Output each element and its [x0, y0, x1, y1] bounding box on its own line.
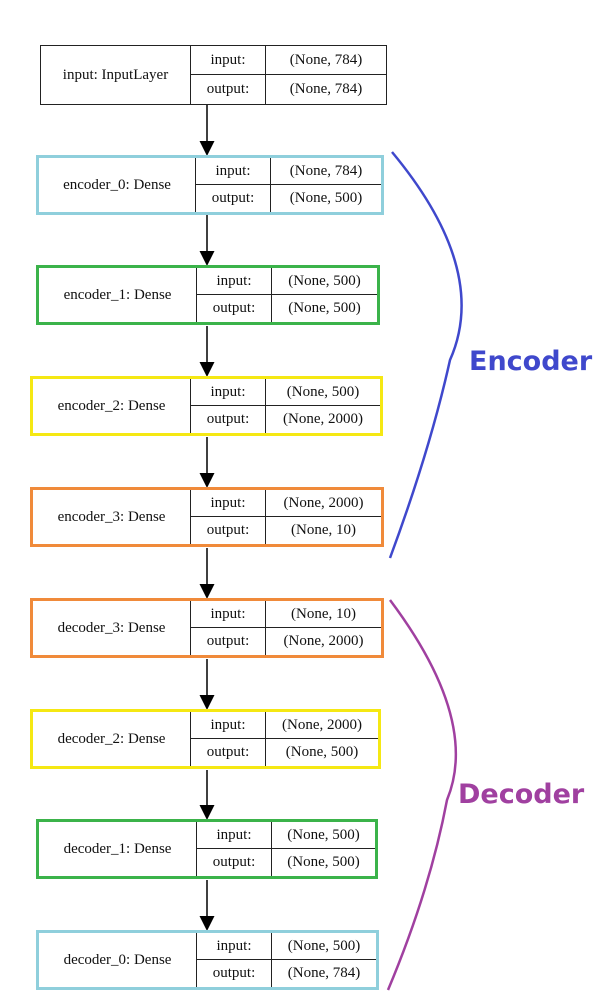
input-row: input: (None, 2000) — [191, 712, 378, 739]
output-shape: (None, 10) — [291, 522, 356, 538]
output-label: output: — [191, 628, 266, 655]
input-shape: (None, 784) — [289, 51, 363, 68]
input-shape: (None, 500) — [286, 383, 360, 400]
output-label: output: — [196, 185, 271, 212]
output-shape: (None, 2000) — [283, 411, 363, 427]
input-label: input: — [196, 158, 271, 184]
output-label: output: — [191, 517, 266, 544]
output-row: output: (None, 2000) — [191, 406, 380, 433]
input-row: input: (None, 2000) — [191, 490, 381, 517]
input-shape: (None, 500) — [287, 937, 361, 954]
layer-node: encoder_0: Dense input: (None, 784) outpu… — [36, 155, 384, 215]
layer-name: decoder_0: Dense — [39, 933, 197, 987]
input-label: input: — [197, 822, 272, 848]
encoder-brace — [388, 151, 463, 559]
layer-node: encoder_1: Dense input: (None, 500) outpu… — [36, 265, 380, 325]
input-label: input: — [191, 601, 266, 627]
input-label: input: — [191, 712, 266, 738]
input-row: input: (None, 784) — [191, 46, 386, 75]
output-row: output: (None, 784) — [191, 75, 386, 104]
layer-node: decoder_1: Dense input: (None, 500) outpu… — [36, 819, 378, 879]
input-shape: (None, 2000) — [283, 494, 364, 511]
input-label: input: — [197, 268, 272, 294]
layer-shapes: input: (None, 784) output: (None, 500) — [196, 158, 381, 212]
output-shape: (None, 500) — [287, 854, 360, 870]
layer-name: decoder_2: Dense — [33, 712, 191, 766]
output-label: output: — [191, 406, 266, 433]
layer-node: decoder_0: Dense input: (None, 500) outpu… — [36, 930, 379, 990]
layer-node: decoder_3: Dense input: (None, 10) output… — [30, 598, 384, 658]
output-shape: (None, 500) — [285, 744, 359, 760]
input-row: input: (None, 500) — [197, 933, 376, 960]
input-label: input: — [191, 379, 266, 405]
input-shape: (None, 500) — [288, 272, 361, 289]
input-row: input: (None, 784) — [196, 158, 381, 185]
layer-node: encoder_3: Dense input: (None, 2000) outp… — [30, 487, 384, 547]
layer-name: input: InputLayer — [41, 46, 191, 104]
layer-shapes: input: (None, 10) output: (None, 2000) — [191, 601, 381, 655]
layer-shapes: input: (None, 500) output: (None, 2000) — [191, 379, 380, 433]
output-row: output: (None, 784) — [197, 960, 376, 987]
encoder-label: Encoder — [469, 346, 593, 377]
output-label: output: — [197, 849, 272, 876]
input-shape: (None, 500) — [287, 826, 360, 843]
layer-name: encoder_3: Dense — [33, 490, 191, 544]
layer-node: input: InputLayer input: (None, 784) outp… — [40, 45, 387, 105]
input-shape: (None, 784) — [289, 162, 363, 179]
input-label: input: — [197, 933, 272, 959]
output-label: output: — [197, 960, 272, 987]
layer-name: decoder_1: Dense — [39, 822, 197, 876]
layer-node: encoder_2: Dense input: (None, 500) outpu… — [30, 376, 383, 436]
output-row: output: (None, 2000) — [191, 628, 381, 655]
output-row: output: (None, 500) — [196, 185, 381, 212]
decoder-label: Decoder — [458, 779, 585, 810]
layer-name: encoder_2: Dense — [33, 379, 191, 433]
input-shape: (None, 2000) — [282, 716, 362, 733]
layer-shapes: input: (None, 500) output: (None, 784) — [197, 933, 376, 987]
layer-shapes: input: (None, 500) output: (None, 500) — [197, 268, 377, 322]
layer-node: decoder_2: Dense input: (None, 2000) outp… — [30, 709, 381, 769]
input-label: input: — [191, 490, 266, 516]
output-shape: (None, 784) — [289, 81, 363, 97]
layer-name: encoder_0: Dense — [39, 158, 196, 212]
input-row: input: (None, 500) — [197, 268, 377, 295]
output-shape: (None, 500) — [289, 190, 363, 206]
input-row: input: (None, 500) — [191, 379, 380, 406]
output-row: output: (None, 500) — [191, 739, 378, 766]
output-row: output: (None, 500) — [197, 849, 375, 876]
layer-shapes: input: (None, 2000) output: (None, 500) — [191, 712, 378, 766]
output-shape: (None, 2000) — [283, 633, 364, 649]
input-shape: (None, 10) — [291, 605, 356, 622]
output-shape: (None, 500) — [288, 300, 361, 316]
output-row: output: (None, 10) — [191, 517, 381, 544]
layer-name: encoder_1: Dense — [39, 268, 197, 322]
output-label: output: — [191, 75, 266, 104]
output-row: output: (None, 500) — [197, 295, 377, 322]
output-shape: (None, 784) — [287, 965, 361, 981]
input-label: input: — [191, 46, 266, 74]
decoder-brace — [386, 599, 458, 991]
output-label: output: — [191, 739, 266, 766]
layer-shapes: input: (None, 784) output: (None, 784) — [191, 46, 386, 104]
layer-shapes: input: (None, 2000) output: (None, 10) — [191, 490, 381, 544]
input-row: input: (None, 500) — [197, 822, 375, 849]
layer-name: decoder_3: Dense — [33, 601, 191, 655]
output-label: output: — [197, 295, 272, 322]
layer-shapes: input: (None, 500) output: (None, 500) — [197, 822, 375, 876]
input-row: input: (None, 10) — [191, 601, 381, 628]
